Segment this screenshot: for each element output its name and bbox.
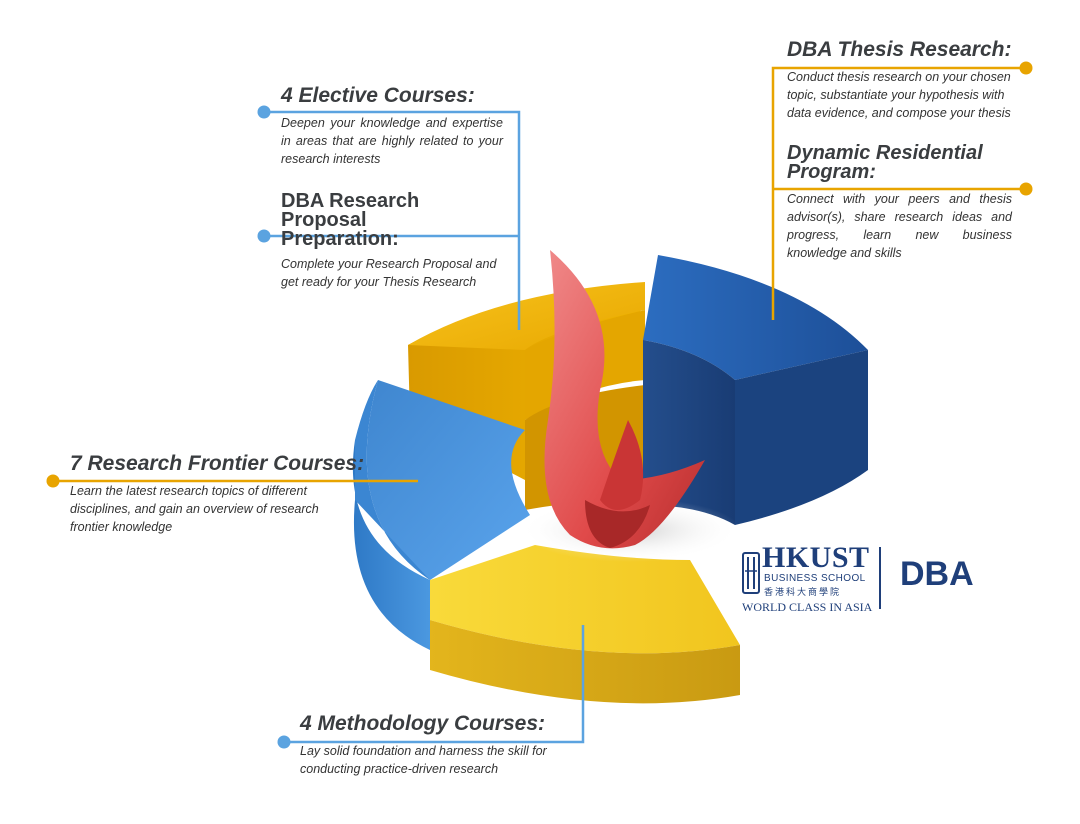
hkust-dba-logo: HKUST BUSINESS SCHOOL 香港科大商學院 WORLD CLAS…	[742, 541, 974, 615]
label-methodology: 4 Methodology Courses: Lay solid foundat…	[300, 712, 550, 778]
logo-name: HKUST	[762, 541, 870, 574]
label-proposal: DBA Research Proposal Preparation: Compl…	[281, 190, 506, 291]
methodology-description: Lay solid foundation and harness the ski…	[300, 744, 547, 776]
segment-frontier	[352, 380, 530, 650]
logo-separator	[879, 547, 881, 609]
hkust-crest-icon	[742, 552, 760, 594]
residential-title: Dynamic Residential Program:	[787, 142, 983, 183]
label-residential: Dynamic Residential Program: Connect wit…	[787, 142, 1012, 262]
leader-line-thesis	[771, 66, 1026, 320]
residential-description: Connect with your peers and thesis advis…	[787, 192, 1012, 260]
proposal-description: Complete your Research Proposal and get …	[281, 257, 497, 289]
elective-title: 4 Elective Courses:	[281, 84, 475, 107]
flame-icon	[544, 250, 705, 549]
label-frontier: 7 Research Frontier Courses: Learn the l…	[70, 452, 365, 536]
proposal-title: DBA Research Proposal Preparation:	[281, 190, 420, 250]
thesis-description: Conduct thesis research on your chosen t…	[787, 70, 1011, 120]
leader-line-methodology	[284, 625, 585, 744]
leader-lines	[46, 61, 1033, 749]
logo-program: DBA	[900, 555, 974, 593]
logo-tagline: WORLD CLASS IN ASIA	[742, 600, 873, 614]
segment-thesis	[643, 255, 868, 525]
logo-school: BUSINESS SCHOOL	[764, 573, 866, 584]
logo-chinese: 香港科大商學院	[764, 588, 842, 598]
segment-methodology	[430, 545, 740, 704]
label-thesis: DBA Thesis Research: Conduct thesis rese…	[787, 38, 1012, 122]
frontier-title: 7 Research Frontier Courses:	[70, 452, 365, 475]
label-elective: 4 Elective Courses: Deepen your knowledg…	[281, 84, 503, 168]
frontier-description: Learn the latest research topics of diff…	[70, 484, 319, 534]
methodology-title: 4 Methodology Courses:	[300, 712, 546, 735]
thesis-title: DBA Thesis Research:	[787, 38, 1012, 61]
leader-line-elective	[264, 110, 521, 330]
elective-description: Deepen your knowledge and expertise in a…	[281, 116, 503, 166]
